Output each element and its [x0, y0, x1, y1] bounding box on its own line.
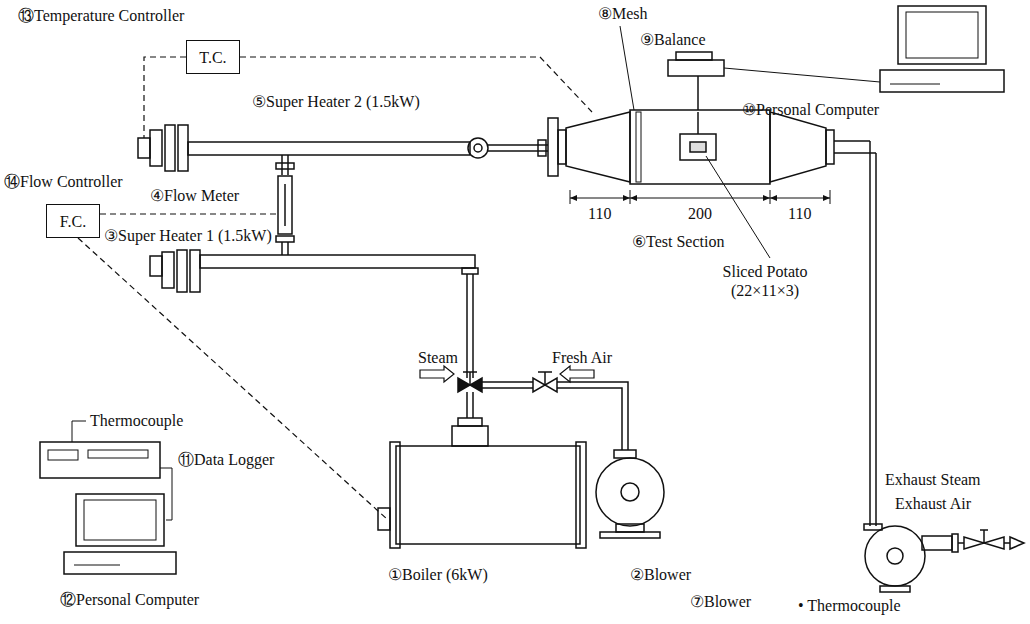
- part-label: 110: [788, 204, 811, 223]
- part-label: Exhaust Air: [895, 494, 971, 513]
- part-label: Steam: [418, 348, 458, 367]
- part-label: ②Blower: [630, 565, 691, 584]
- part-label: ⑦Blower: [690, 592, 751, 611]
- part-label: ⑫Personal Computer: [60, 590, 199, 609]
- part-label: ⑪Data Logger: [178, 450, 274, 469]
- exhaust-blower: [864, 141, 1024, 592]
- part-label: ①Boiler (6kW): [388, 565, 488, 584]
- part-label: ⑭Flow Controller: [4, 172, 123, 191]
- part-label: ⑧Mesh: [598, 4, 648, 23]
- part-label: ⑤Super Heater 2 (1.5kW): [252, 92, 420, 111]
- part-label: ⑩Personal Computer: [742, 100, 879, 119]
- super-heater-1: [150, 250, 478, 378]
- flow-meter: [276, 155, 294, 255]
- controller-label: F.C.: [60, 212, 86, 231]
- supply-piping: [420, 366, 628, 450]
- boiler: [378, 426, 586, 548]
- part-label: • Thermocouple: [798, 596, 901, 615]
- part-label: 110: [588, 204, 611, 223]
- part-label: Fresh Air: [552, 348, 612, 367]
- controller-label: T.C.: [199, 48, 226, 67]
- part-label: Sliced Potato (22×11×3): [705, 262, 825, 300]
- controller-box: F.C.: [46, 204, 100, 238]
- control-line: [78, 57, 592, 520]
- test-section: [548, 26, 876, 258]
- blower: [596, 450, 664, 538]
- data-logger: [40, 421, 176, 574]
- personal-computer: [880, 6, 1004, 92]
- controller-box: T.C.: [186, 40, 240, 74]
- super-heater-2: [138, 125, 548, 171]
- part-label: ④Flow Meter: [150, 186, 239, 205]
- part-label: ③Super Heater 1 (1.5kW): [104, 226, 272, 245]
- part-label: Thermocouple: [90, 411, 183, 430]
- part-label: ⑨Balance: [640, 30, 706, 49]
- part-label: Exhaust Steam: [885, 470, 981, 489]
- part-label: 200: [688, 204, 712, 223]
- part-label: ⑬Temperature Controller: [18, 6, 184, 25]
- part-label: ⑥Test Section: [632, 232, 724, 251]
